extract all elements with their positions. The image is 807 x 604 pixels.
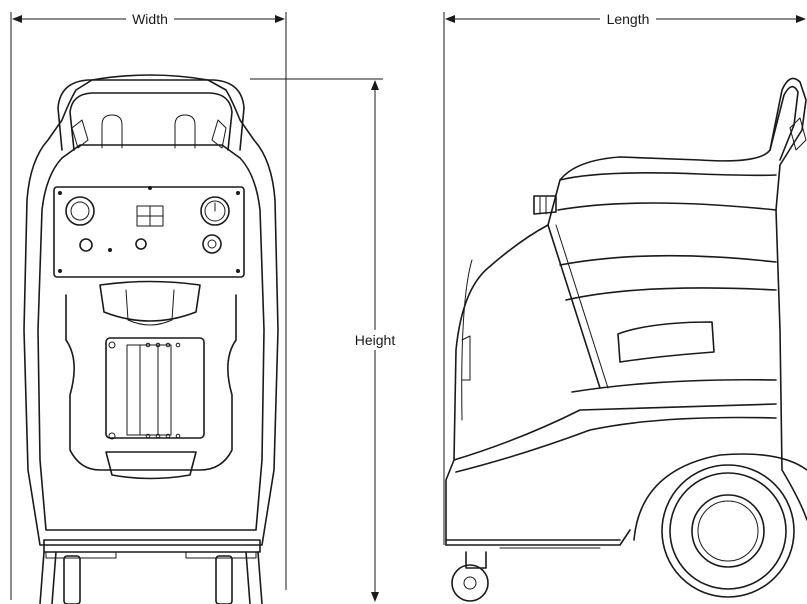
length-arrow-left — [445, 15, 455, 23]
rear-wheel-hub — [691, 494, 765, 568]
front-wheel-left — [63, 555, 81, 604]
side-belt-upper — [559, 254, 777, 266]
side-handle-grip — [789, 117, 807, 151]
front-left-dial-inner — [70, 201, 90, 221]
front-handle — [57, 79, 245, 151]
front-handle-inner — [69, 92, 233, 151]
front-fitting — [202, 234, 222, 254]
side-front-contour — [461, 259, 473, 421]
pressure-gauge — [200, 196, 230, 226]
rear-wheel-tire — [669, 472, 787, 590]
front-channel — [65, 294, 237, 471]
side-lower-body — [453, 403, 777, 461]
side-knob — [533, 195, 557, 215]
front-handle-latch-right — [211, 119, 227, 149]
height-arrow-bottom — [371, 592, 379, 602]
side-grip-window — [617, 321, 715, 363]
drain-plate — [105, 451, 197, 480]
height-label: Height — [355, 332, 396, 348]
front-leg-right — [245, 551, 263, 604]
sight-tube-bolt-row-bottom — [145, 433, 181, 439]
front-view — [23, 74, 279, 604]
front-wheel-right — [215, 555, 233, 604]
rear-wheel-housing — [633, 453, 807, 541]
sight-tube-bolt — [108, 432, 116, 440]
height-dimension: Height — [250, 78, 406, 602]
front-leg-left — [39, 551, 57, 604]
side-panel-seam — [547, 224, 601, 389]
side-front-bump — [461, 335, 471, 381]
front-connector — [79, 238, 93, 252]
side-handle — [769, 85, 799, 161]
panel-screw — [58, 269, 62, 273]
front-left-dial — [65, 196, 95, 226]
side-base — [445, 529, 631, 546]
length-dimension: Length — [443, 10, 806, 545]
front-base-plate — [45, 551, 117, 559]
nozzle-dock — [99, 280, 201, 322]
side-panel-seam-inner — [555, 224, 609, 389]
side-upper-shell — [559, 172, 777, 181]
sight-tube-bolt — [108, 341, 116, 349]
sight-tube — [126, 344, 172, 436]
front-fitting-inner — [207, 239, 217, 249]
sight-tube-bolt-row-top — [145, 342, 181, 348]
front-hook-right — [174, 114, 196, 149]
side-view — [445, 77, 807, 602]
rear-wheel-hub-inner — [697, 500, 759, 562]
front-caster-hub — [463, 576, 477, 590]
front-handle-latch-left — [71, 119, 89, 149]
front-base — [43, 539, 261, 553]
length-arrow-right — [796, 15, 806, 23]
panel-screw — [236, 269, 240, 273]
width-arrow-right — [275, 15, 285, 23]
panel-screw — [236, 191, 240, 195]
pressure-gauge-inner — [204, 200, 226, 222]
side-upper-shell-inner — [557, 202, 777, 211]
height-arrow-top — [371, 80, 379, 90]
front-hook-left — [101, 114, 123, 149]
front-base-plate — [185, 551, 257, 559]
width-arrow-left — [12, 15, 22, 23]
side-belt-lower — [571, 378, 777, 393]
width-dimension: Width — [10, 10, 287, 600]
front-view-inner-body — [37, 144, 265, 531]
side-belt-middle — [565, 287, 777, 301]
front-caster-bracket — [465, 551, 487, 569]
side-view-outer-body — [445, 77, 807, 546]
front-switch — [135, 238, 147, 250]
rear-wheel-outer — [661, 464, 795, 598]
front-indicator — [108, 248, 112, 252]
length-label: Length — [607, 11, 650, 27]
panel-screw — [58, 191, 62, 195]
width-label: Width — [132, 11, 168, 27]
panel-screw — [148, 186, 152, 190]
front-control-panel — [53, 186, 245, 278]
front-caster-wheel — [451, 564, 489, 602]
front-view-outer-body — [23, 74, 279, 546]
sight-tube-frame — [105, 337, 205, 439]
side-lower-body-inner — [455, 416, 777, 473]
nozzle-dock-inner — [125, 289, 175, 326]
